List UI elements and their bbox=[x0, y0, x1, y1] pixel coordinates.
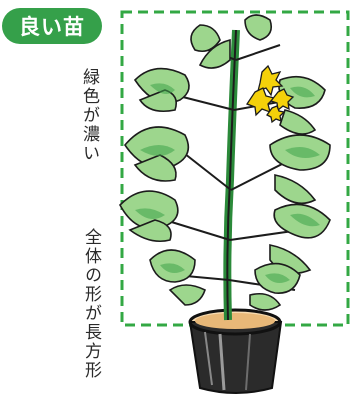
leaf-shading bbox=[135, 83, 320, 284]
shape-note: 全体の形が長方形 bbox=[81, 228, 101, 380]
leaf-color-note: 緑色が濃い bbox=[79, 68, 99, 163]
pot-icon bbox=[188, 308, 283, 394]
flower-cluster bbox=[246, 64, 295, 124]
good-seedling-badge: 良い苗 bbox=[2, 8, 102, 44]
shape-frame bbox=[120, 10, 350, 327]
